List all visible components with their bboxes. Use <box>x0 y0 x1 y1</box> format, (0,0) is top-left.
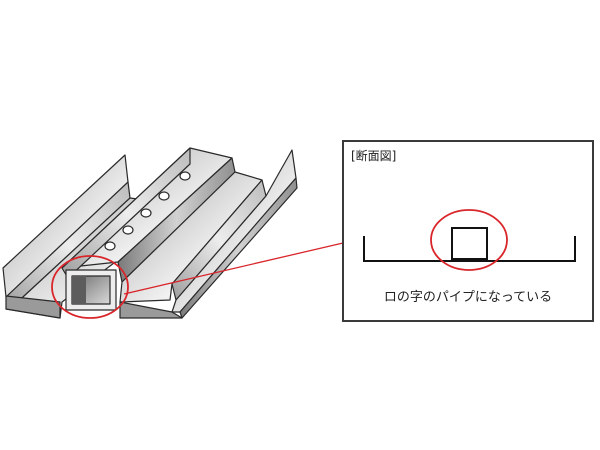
channel-3d-illustration <box>2 147 298 319</box>
panel-title: [断面図] <box>351 148 396 163</box>
hole <box>122 225 134 235</box>
pipe-holes <box>104 171 191 251</box>
right-front-edge <box>119 301 183 319</box>
hole <box>104 241 116 251</box>
leader-line <box>123 242 344 295</box>
hole <box>179 171 191 181</box>
right-flange-edge <box>179 177 298 319</box>
cross-section-panel: [断面図] ロの字のパイプになっている <box>342 140 594 322</box>
hole <box>158 191 170 201</box>
pipe-section <box>451 227 488 260</box>
section-highlight-circle <box>430 209 508 271</box>
hole <box>140 208 152 218</box>
panel-caption: ロの字のパイプになっている <box>384 290 552 305</box>
channel-section <box>363 236 576 262</box>
left-front-edge <box>5 295 61 319</box>
pipe-highlight-circle <box>51 255 129 319</box>
pipe-inner-shadow <box>72 276 86 304</box>
